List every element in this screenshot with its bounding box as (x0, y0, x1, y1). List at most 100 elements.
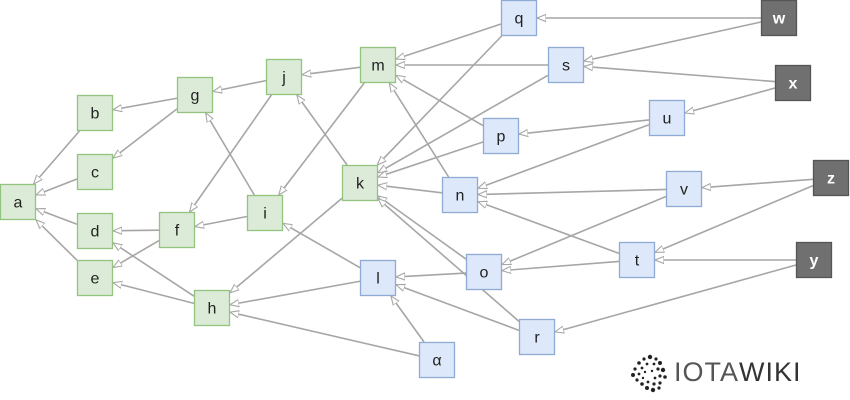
edge-t-to-o (502, 260, 620, 270)
node-box (76, 94, 114, 132)
node-box (648, 99, 686, 137)
node-f[interactable]: f (158, 211, 196, 249)
edge-alpha-to-l (391, 296, 425, 343)
node-box (246, 194, 284, 232)
node-label: n (456, 188, 465, 205)
edge-p-to-m (396, 75, 484, 127)
edge-r-to-k (378, 199, 520, 322)
node-q[interactable]: q (500, 0, 538, 37)
edge-alpha-to-h (230, 312, 420, 357)
node-label: j (281, 70, 286, 87)
node-y[interactable]: y (795, 241, 833, 279)
node-label: b (91, 106, 100, 123)
edge-k-to-h (230, 197, 343, 293)
edge-m-to-j (302, 66, 361, 74)
edge-q-to-m (396, 23, 502, 59)
node-b[interactable]: b (76, 94, 114, 132)
edge-v-to-n (478, 188, 667, 194)
node-u[interactable]: u (648, 99, 686, 137)
node-box (265, 58, 303, 96)
node-d[interactable]: d (76, 212, 114, 250)
node-m[interactable]: m (359, 46, 397, 84)
edge-m-to-i (279, 82, 365, 195)
node-e[interactable]: e (76, 259, 114, 297)
node-label: m (371, 58, 384, 75)
iota-logo-icon (631, 354, 667, 393)
node-label: z (827, 171, 835, 188)
edge-l-to-i (283, 223, 361, 269)
edge-k-to-j (297, 95, 348, 166)
node-label: f (175, 223, 180, 240)
edge-z-to-t (655, 184, 814, 254)
node-l[interactable]: l (359, 259, 397, 297)
edge-h-to-d (113, 243, 195, 297)
node-a[interactable]: a (0, 183, 37, 221)
node-label: c (91, 165, 99, 182)
node-z[interactable]: z (812, 159, 850, 197)
node-r[interactable]: r (518, 318, 556, 356)
node-box (193, 289, 231, 327)
node-box (812, 159, 850, 197)
node-label: x (789, 76, 798, 93)
logo-prefix: IOTA (674, 357, 740, 387)
edge-g-to-c (113, 108, 178, 158)
node-label: i (263, 206, 267, 223)
node-k[interactable]: k (341, 164, 379, 202)
node-label: l (376, 271, 380, 288)
edge-g-to-b (113, 97, 178, 110)
node-g[interactable]: g (176, 76, 214, 114)
node-box (500, 0, 538, 37)
node-label: r (534, 330, 540, 347)
node-label: s (562, 58, 570, 75)
node-v[interactable]: v (665, 170, 703, 208)
node-box (441, 176, 479, 214)
edge-u-to-n (478, 123, 650, 189)
edge-f-to-e (113, 239, 160, 268)
node-label: e (91, 271, 100, 288)
edge-t-to-n (478, 202, 620, 255)
node-o[interactable]: o (465, 253, 503, 291)
node-box (158, 211, 196, 249)
node-alpha[interactable]: α (418, 341, 456, 379)
node-box (359, 46, 397, 84)
edge-n-to-m (389, 83, 450, 178)
edge-u-to-p (519, 119, 650, 134)
node-s[interactable]: s (547, 46, 585, 84)
edge-h-to-e (113, 283, 195, 305)
node-label: y (810, 253, 819, 270)
node-x[interactable]: x (774, 64, 812, 102)
node-h[interactable]: h (193, 289, 231, 327)
iota-wiki-logo: IOTAWIKI (630, 353, 830, 393)
node-layer: a b c d e f g h i j k m l n o p q r s t u v α w x y z (0, 0, 850, 379)
node-label: o (480, 265, 489, 282)
edge-e-to-a (36, 220, 78, 261)
node-label: v (680, 182, 688, 199)
edge-p-to-k (378, 141, 484, 177)
node-label: a (14, 195, 23, 212)
node-box (465, 253, 503, 291)
edge-b-to-a (34, 130, 81, 184)
node-p[interactable]: p (482, 117, 520, 155)
node-j[interactable]: j (265, 58, 303, 96)
node-box (518, 318, 556, 356)
node-i[interactable]: i (246, 194, 284, 232)
node-c[interactable]: c (76, 153, 114, 191)
node-n[interactable]: n (441, 176, 479, 214)
node-box (774, 64, 812, 102)
edge-z-to-v (702, 178, 814, 187)
node-w[interactable]: w (760, 0, 798, 37)
node-box (418, 341, 456, 379)
node-label: q (515, 11, 524, 28)
edge-v-to-o (502, 195, 667, 266)
edge-r-to-l (396, 285, 520, 332)
node-box (176, 76, 214, 114)
node-box (359, 259, 397, 297)
node-box (618, 241, 656, 279)
edge-j-to-g (213, 79, 267, 92)
node-label: d (91, 224, 100, 241)
node-box (76, 153, 114, 191)
node-box (665, 170, 703, 208)
node-t[interactable]: t (618, 241, 656, 279)
edge-o-to-l (396, 273, 467, 277)
